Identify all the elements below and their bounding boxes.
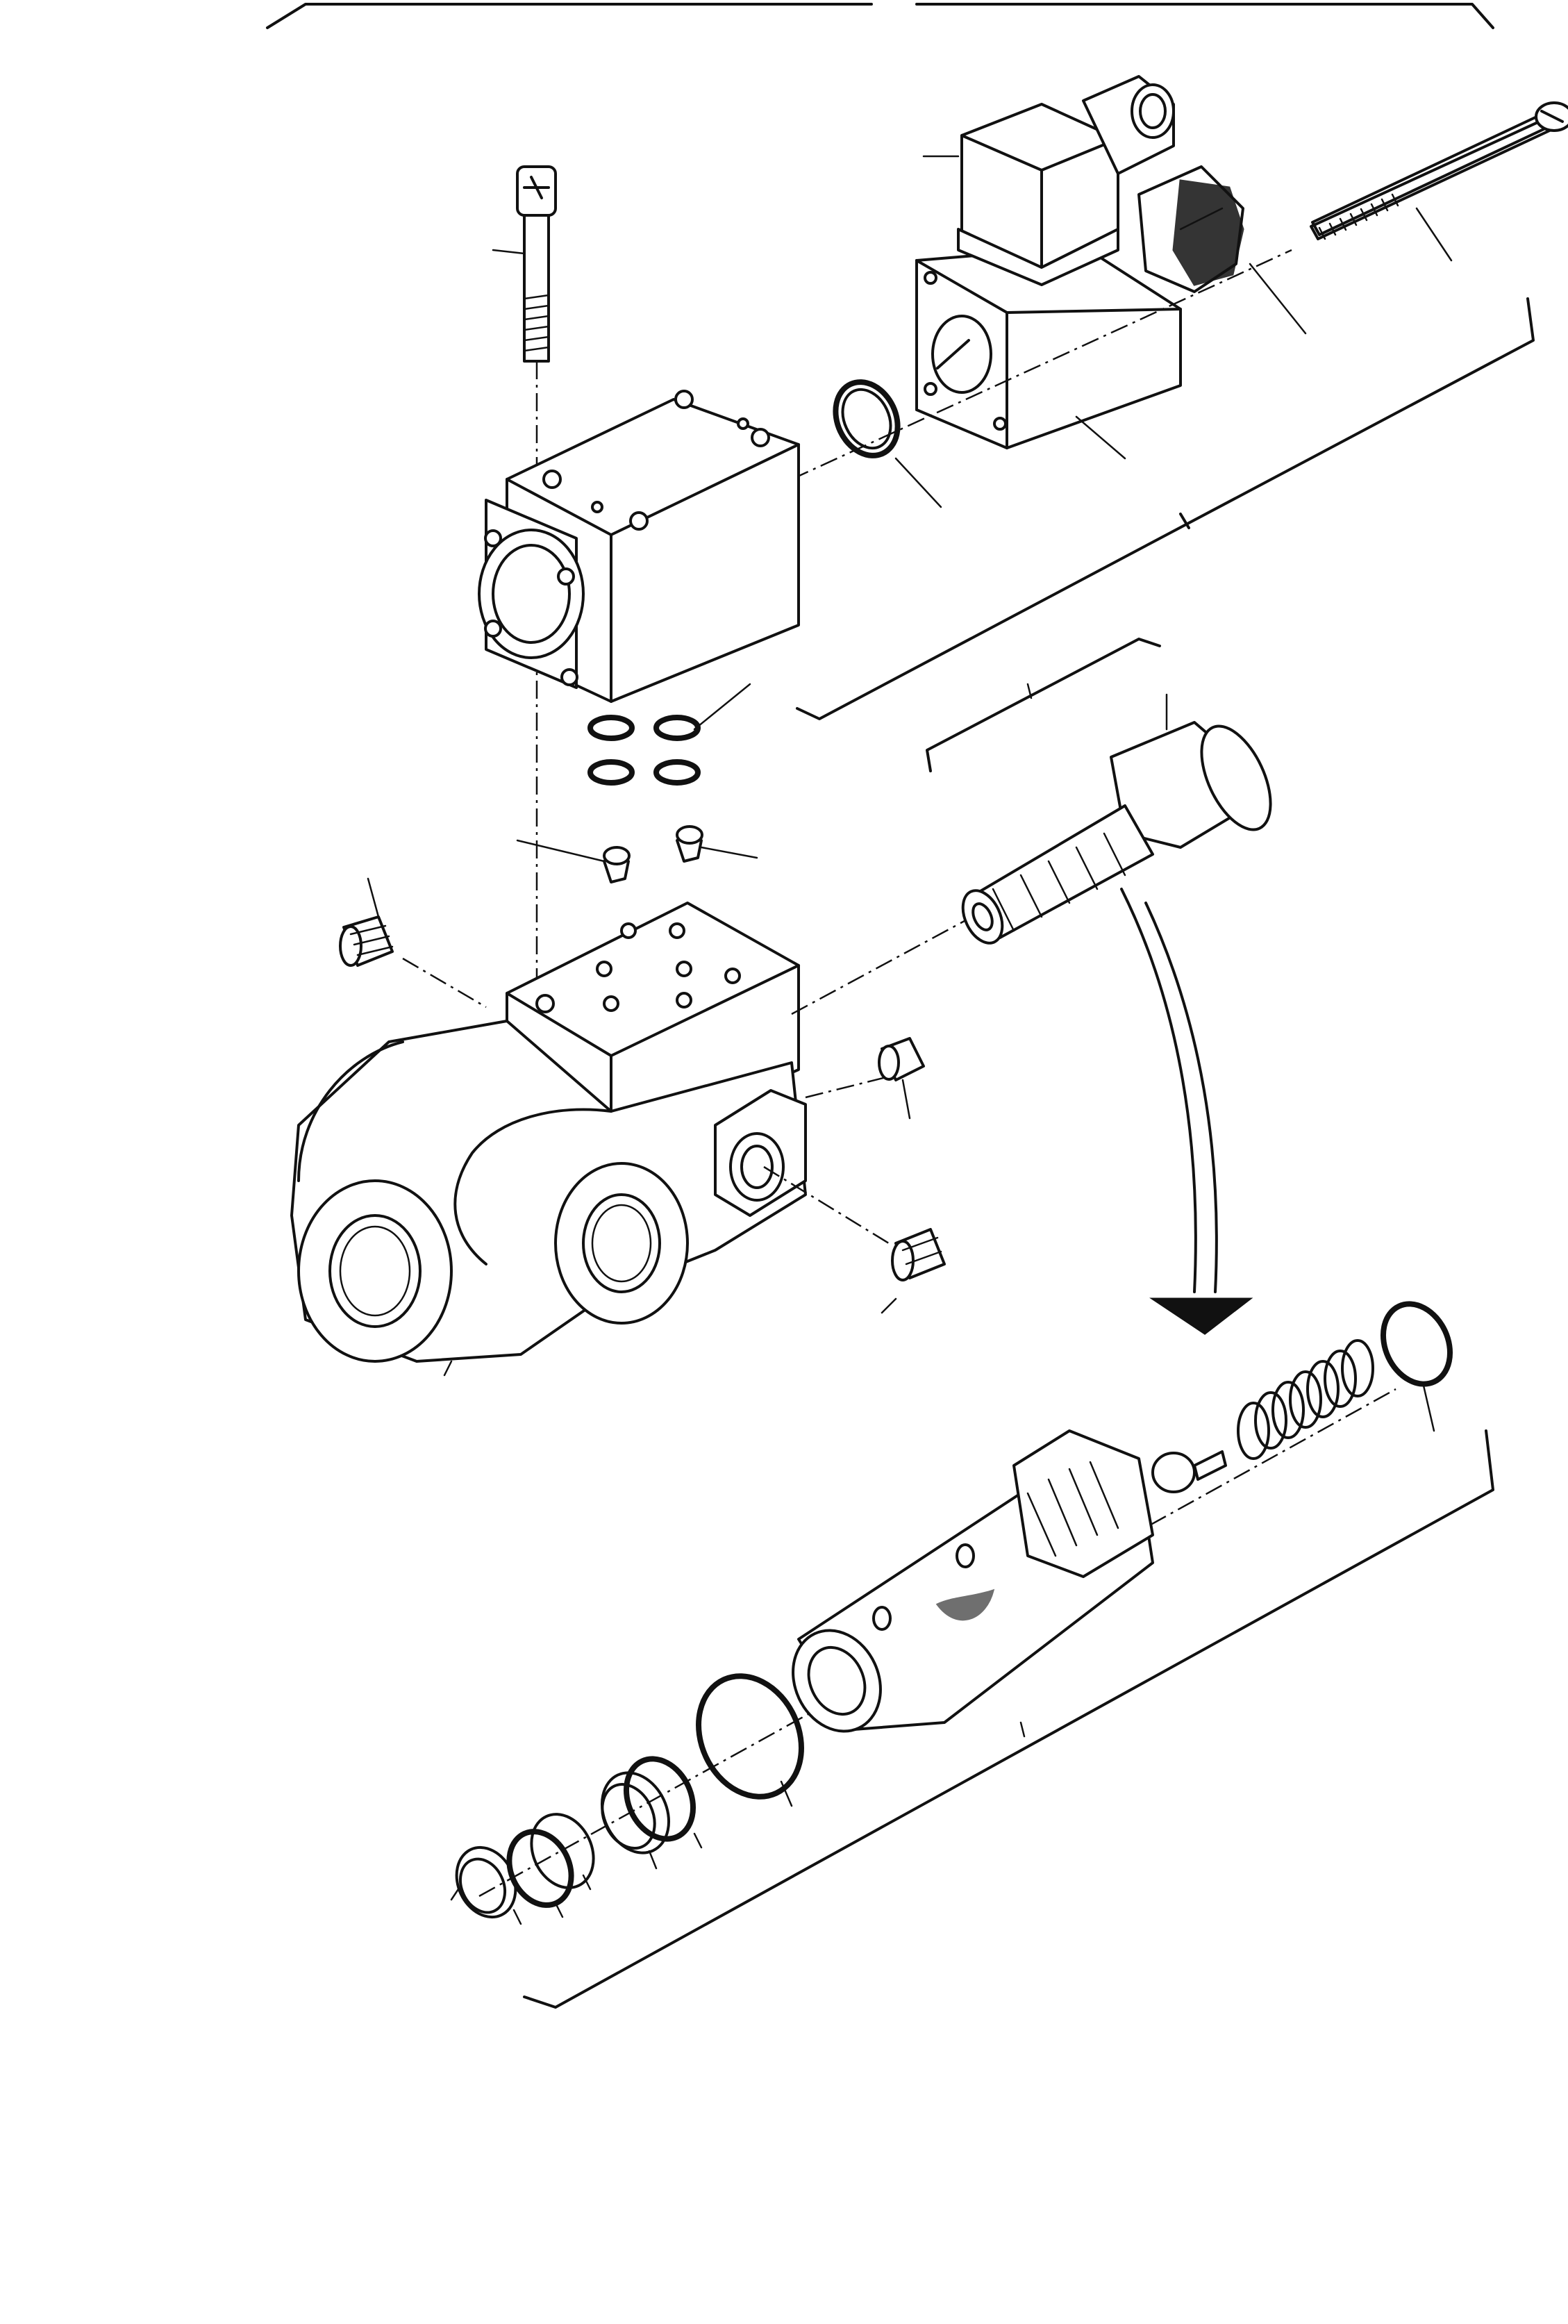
- valve-body: [290, 902, 807, 1377]
- cartridge-group-bracket: [523, 1429, 1494, 2009]
- spring: [1237, 1339, 1374, 1460]
- port-plug-lower: [881, 1228, 946, 1314]
- pilot-valve-o-rings: [587, 683, 751, 786]
- spring-retaining-ring: [1380, 1301, 1453, 1432]
- plug-axis-lower: [763, 1165, 890, 1245]
- pilot-valve-cap-screw: [492, 165, 557, 363]
- expand-arrow: [1120, 888, 1253, 1335]
- solenoid-o-ring: [833, 379, 942, 508]
- cartridge-body: [792, 1429, 1154, 1733]
- plug-axis-right: [805, 1075, 890, 1099]
- solenoid-coil: [915, 75, 1307, 460]
- top-frame-bracket: [266, 3, 1494, 29]
- solenoid-group-bracket: [796, 297, 1535, 720]
- cartridge-seal-stack: [450, 1673, 804, 1925]
- solenoid-axis: [791, 249, 1292, 481]
- solenoid-tie-bolt: [1310, 101, 1568, 262]
- plug-axis-left: [402, 957, 487, 1009]
- check-plugs: [516, 825, 758, 883]
- cartridge-axis: [791, 915, 973, 1015]
- port-plug-left: [339, 877, 394, 967]
- pilot-valve-block: [478, 390, 800, 703]
- poppet: [1151, 1450, 1227, 1493]
- relief-cartridge-bracket: [926, 638, 1161, 772]
- relief-cartridge: [961, 693, 1272, 945]
- port-plug-right: [878, 1037, 925, 1120]
